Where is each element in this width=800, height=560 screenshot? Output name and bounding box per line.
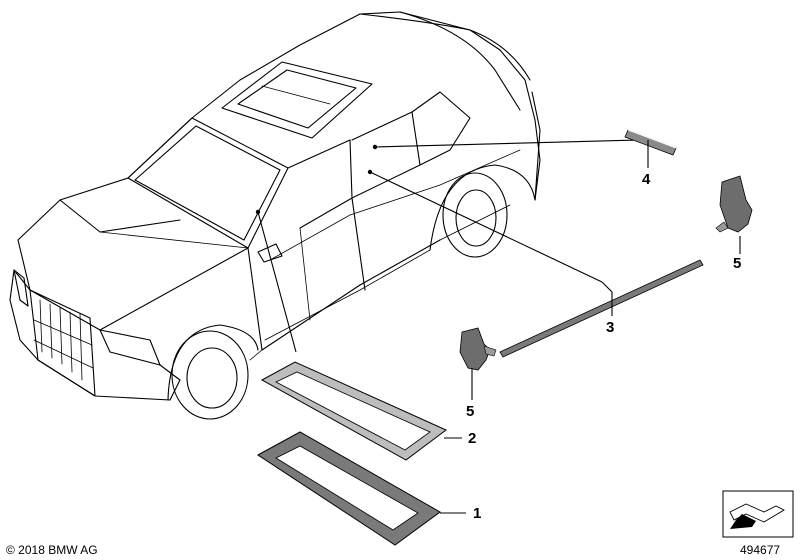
part-4-trim bbox=[624, 129, 677, 156]
copyright-text: © 2018 BMW AG bbox=[6, 543, 98, 557]
callout-1: 1 bbox=[473, 505, 481, 522]
part-2-gasket-frame bbox=[260, 361, 447, 461]
callout-4: 4 bbox=[642, 171, 651, 188]
callout-5-right: 5 bbox=[733, 255, 741, 272]
leader-lines bbox=[255, 139, 641, 353]
callout-2: 2 bbox=[468, 430, 476, 447]
callout-5-left: 5 bbox=[466, 403, 474, 420]
callout-3: 3 bbox=[606, 319, 614, 336]
diagram-number: 494677 bbox=[740, 543, 780, 557]
part-5-sensor-left bbox=[459, 327, 497, 371]
part-3-strip bbox=[499, 259, 704, 358]
callout-leaders bbox=[440, 140, 741, 514]
car-outline-illustration bbox=[9, 11, 541, 420]
navigation-arrow-icon[interactable] bbox=[722, 490, 794, 538]
part-1-seal-frame bbox=[257, 431, 441, 546]
part-5-sensor-right bbox=[715, 175, 753, 233]
